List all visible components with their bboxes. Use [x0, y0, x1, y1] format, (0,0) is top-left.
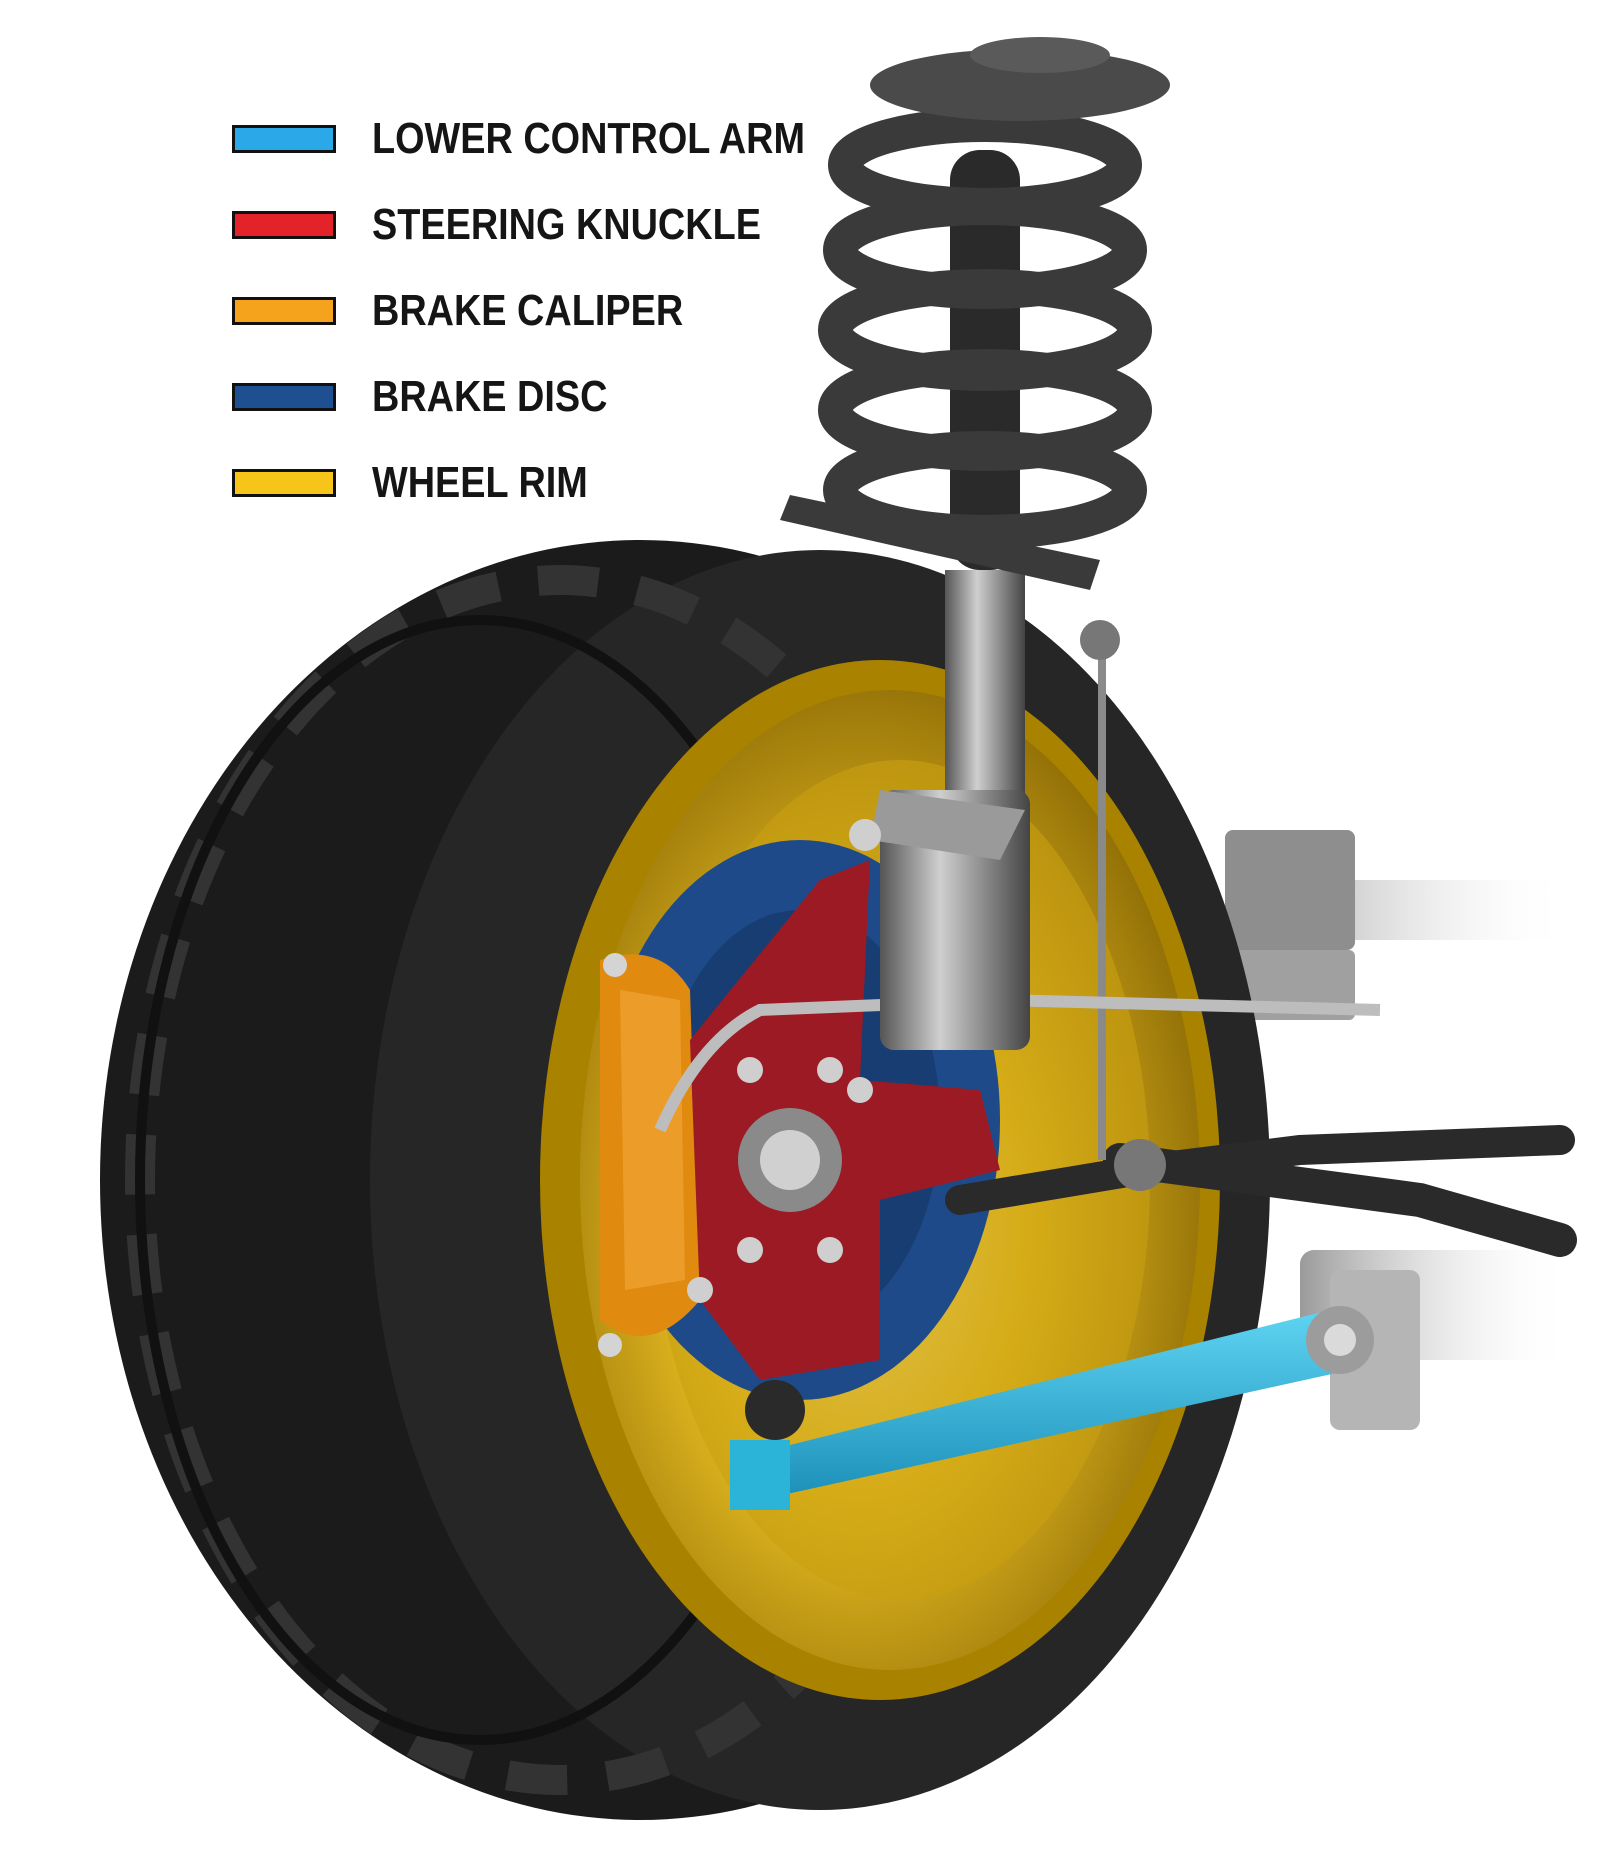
legend-item-brake-caliper: BRAKE CALIPER: [232, 268, 832, 354]
tie-rod: [945, 620, 1577, 1257]
legend-swatch: [232, 125, 336, 153]
legend-swatch: [232, 469, 336, 497]
legend-item-wheel-rim: WHEEL RIM: [232, 440, 832, 526]
brake-line: [654, 993, 1381, 1133]
legend-label: WHEEL RIM: [372, 458, 588, 507]
legend-swatch: [232, 211, 336, 239]
brake-caliper: [598, 953, 700, 1357]
legend-swatch: [232, 383, 336, 411]
subframe: [1215, 830, 1570, 1430]
legend-item-steering-knuckle: STEERING KNUCKLE: [232, 182, 832, 268]
legend-item-lower-control-arm: LOWER CONTROL ARM: [232, 96, 832, 182]
legend-swatch: [232, 297, 336, 325]
legend-label: LOWER CONTROL ARM: [372, 114, 806, 163]
legend: LOWER CONTROL ARM STEERING KNUCKLE BRAKE…: [232, 96, 832, 526]
coil-spring: [780, 37, 1170, 590]
legend-label: BRAKE DISC: [372, 372, 608, 421]
legend-label: BRAKE CALIPER: [372, 286, 684, 335]
legend-item-brake-disc: BRAKE DISC: [232, 354, 832, 440]
steering-knuckle: [687, 860, 1000, 1380]
legend-label: STEERING KNUCKLE: [372, 200, 761, 249]
lower-control-arm: [730, 1306, 1374, 1510]
strut-assembly: [849, 570, 1030, 1050]
